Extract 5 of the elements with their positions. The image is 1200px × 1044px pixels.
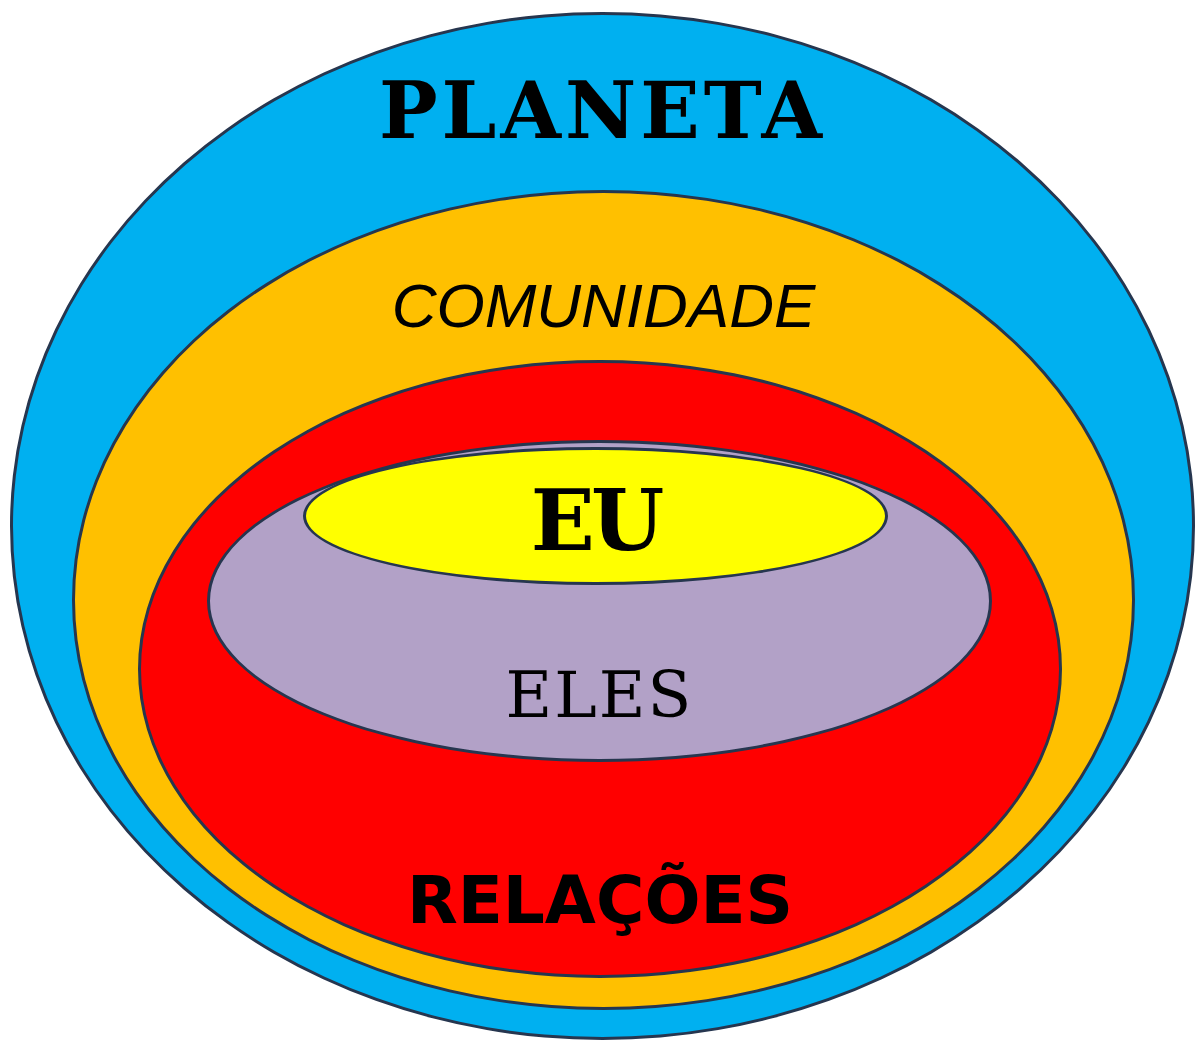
ring-label: RELAÇÕES — [406, 861, 794, 939]
ring-label: COMUNIDADE — [391, 269, 816, 341]
ring-label: PLANETA — [378, 64, 827, 156]
ring-label: ELES — [505, 658, 694, 732]
ring-label: EU — [530, 470, 661, 570]
